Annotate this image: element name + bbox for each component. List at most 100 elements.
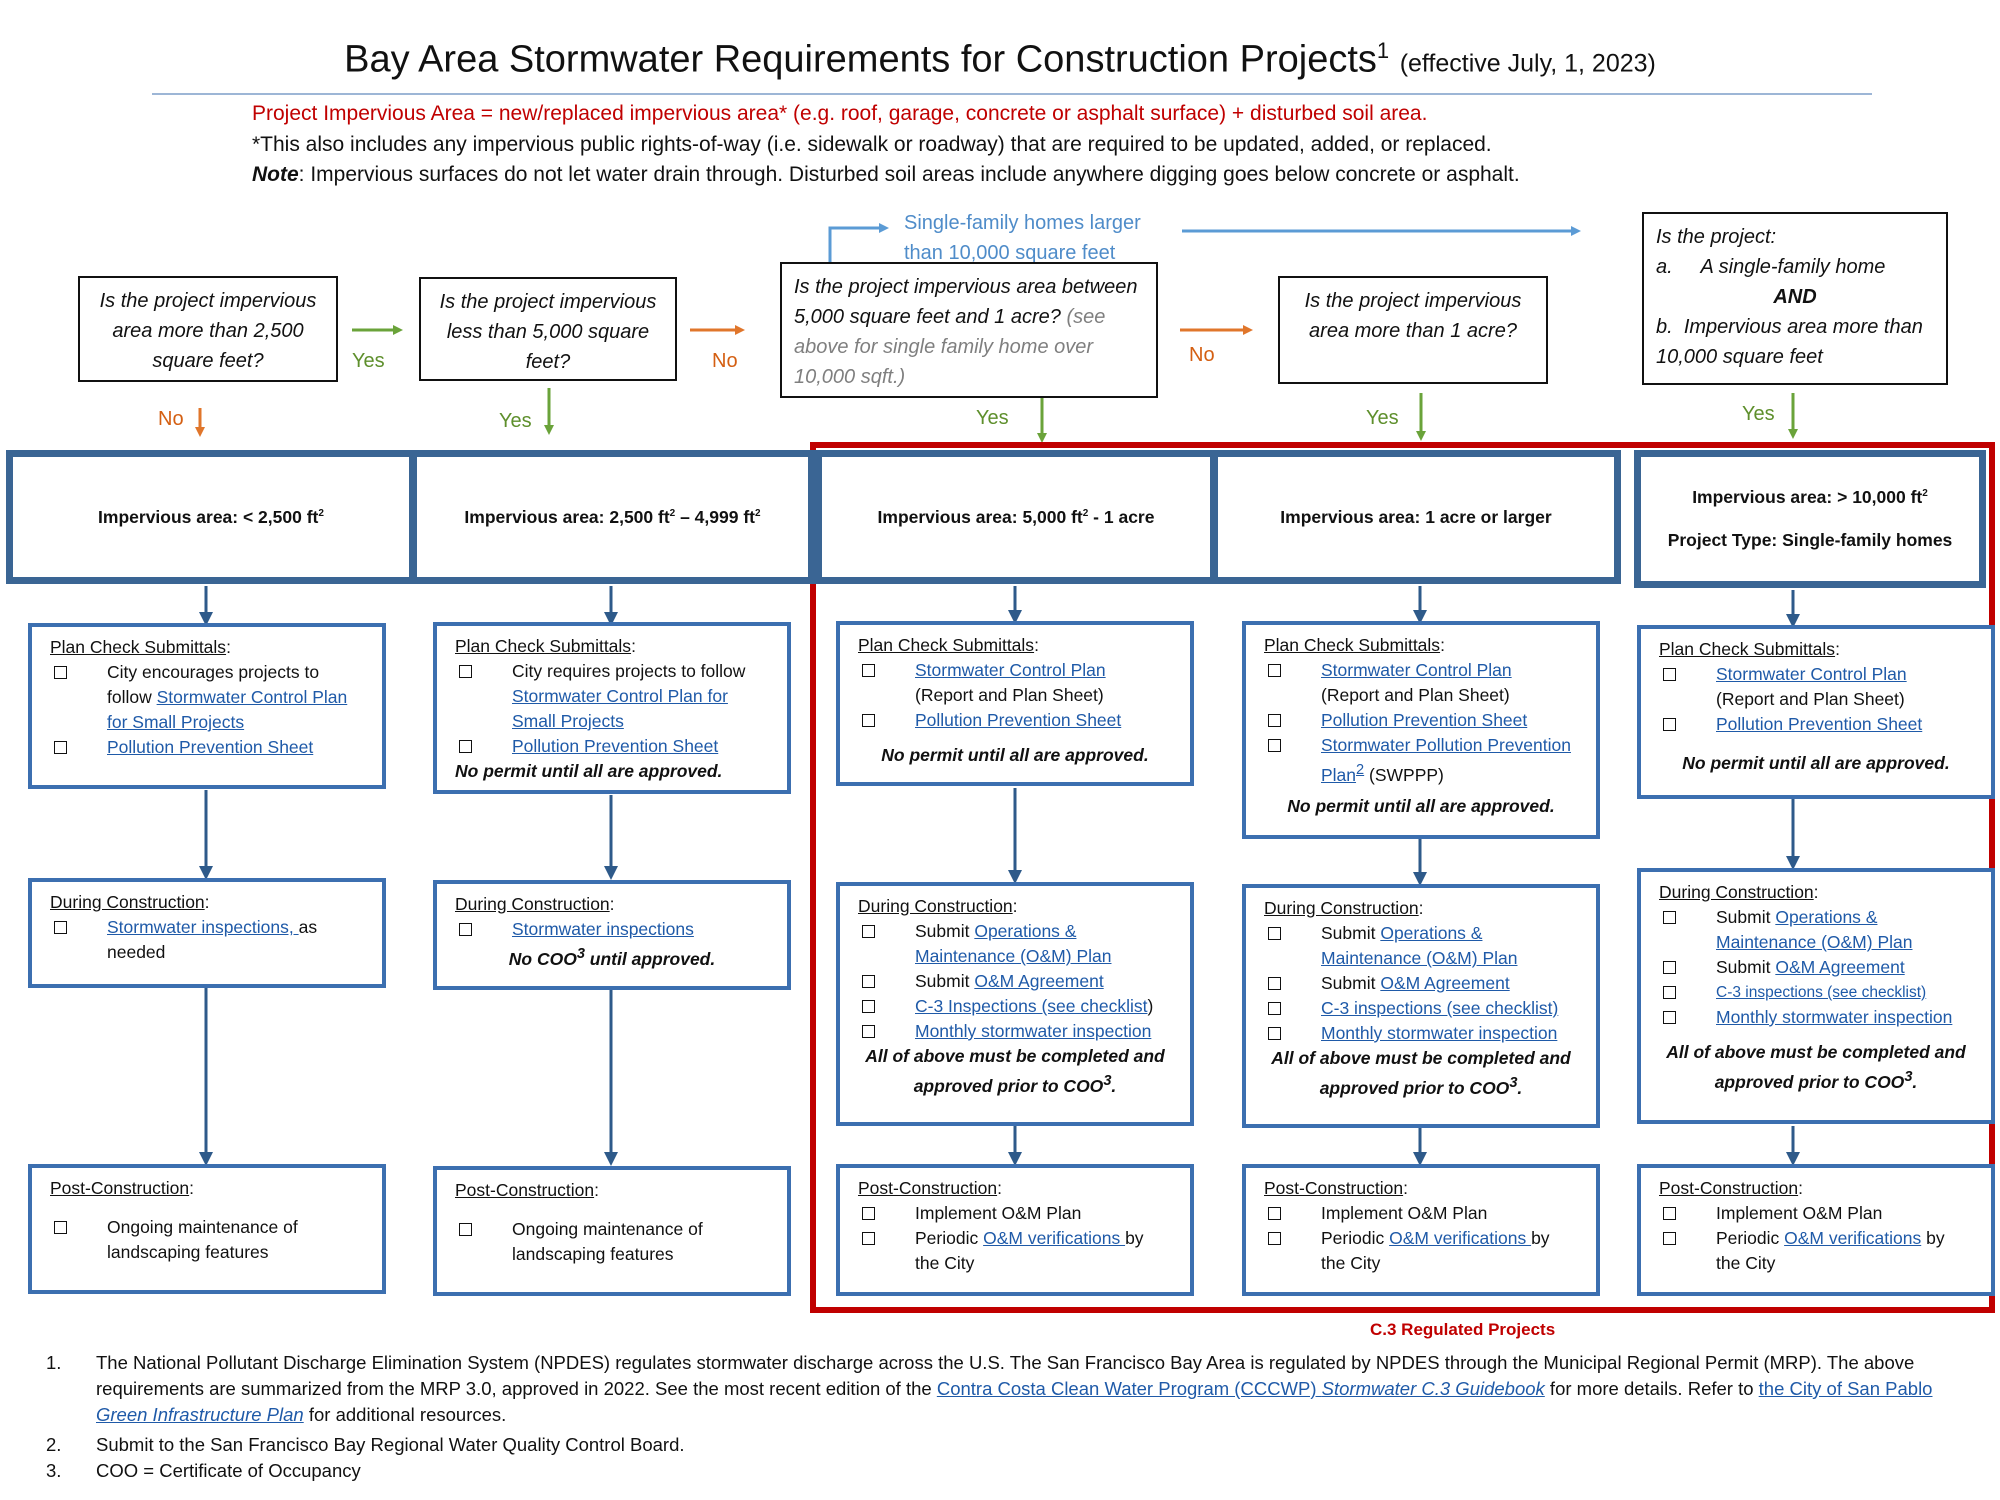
label-q3-no: No	[1189, 344, 1215, 366]
link-c3-inspections[interactable]: C-3 inspections (see checklist)	[1716, 984, 1927, 1001]
intro-note: Note: Impervious surfaces do not let wat…	[252, 163, 1520, 187]
link-om-agreement[interactable]: O&M Agreement	[1380, 973, 1510, 993]
sq-sup: 2	[318, 507, 324, 519]
col1-plan-check: Plan Check Submittals: City encourages p…	[28, 623, 386, 789]
checkbox[interactable]	[1663, 911, 1676, 924]
link-om-verifications[interactable]: O&M verifications	[983, 1228, 1126, 1248]
checkbox[interactable]	[1268, 714, 1281, 727]
question-5-b-letter: b.	[1656, 316, 1673, 338]
footnote-1-part-c: for additional resources.	[303, 1404, 507, 1425]
checkbox[interactable]	[1268, 1002, 1281, 1015]
col5-during-note-a: All of above must be completed and appro…	[1666, 1042, 1966, 1092]
checkbox[interactable]	[459, 923, 472, 936]
sq-sup: 2	[755, 507, 761, 519]
link-monthly-inspection[interactable]: Monthly stormwater inspection	[1321, 1023, 1558, 1043]
checkbox[interactable]	[862, 664, 875, 677]
checkbox[interactable]	[54, 921, 67, 934]
link-monthly-inspection[interactable]: Monthly stormwater inspection	[915, 1021, 1152, 1041]
link-om-agreement[interactable]: O&M Agreement	[974, 971, 1104, 991]
link-stormwater-control-plan[interactable]: Stormwater Control Plan	[1321, 660, 1512, 680]
link-om-agreement[interactable]: O&M Agreement	[1775, 957, 1905, 977]
link-stormwater-inspections[interactable]: Stormwater inspections,	[107, 917, 299, 937]
col1-during-item1-text: as needed	[107, 917, 318, 962]
link-cccwp-guidebook-title: Stormwater C.3 Guidebook	[1321, 1378, 1545, 1399]
link-cccwp-guidebook[interactable]: Contra Costa Clean Water Program (CCCWP)…	[937, 1378, 1545, 1399]
checkbox[interactable]	[54, 1221, 67, 1234]
header-col4: Impervious area: 1 acre or larger	[1211, 450, 1621, 584]
question-box-3: Is the project impervious area between 5…	[780, 262, 1158, 398]
checkbox[interactable]	[862, 975, 875, 988]
label-q2-yes: Yes	[499, 410, 532, 432]
link-pollution-prevention-sheet[interactable]: Pollution Prevention Sheet	[1321, 710, 1528, 730]
header-col2-text-b: – 4,999 ft	[675, 506, 755, 527]
checkbox[interactable]	[1663, 1232, 1676, 1245]
periodic-text: Periodic	[1716, 1228, 1785, 1248]
checkbox[interactable]	[1663, 668, 1676, 681]
link-om-verifications[interactable]: O&M verifications	[1784, 1228, 1922, 1248]
title-footnote-ref: 1	[1376, 38, 1390, 63]
link-stormwater-control-plan[interactable]: Stormwater Control Plan	[915, 660, 1106, 680]
col2-during-note: No COO3 until approved.	[455, 942, 769, 972]
checkbox[interactable]	[54, 666, 67, 679]
during-construction-heading: During Construction	[1659, 882, 1814, 902]
submit-text: Submit	[1716, 957, 1776, 977]
link-monthly-inspection[interactable]: Monthly stormwater inspection	[1716, 1007, 1953, 1027]
footnote-2-text: Submit to the San Francisco Bay Regional…	[96, 1434, 685, 1455]
link-pollution-prevention-sheet[interactable]: Pollution Prevention Sheet	[1716, 714, 1923, 734]
link-stormwater-control-plan[interactable]: Stormwater Control Plan	[1716, 664, 1907, 684]
checkbox[interactable]	[1663, 986, 1676, 999]
link-stormwater-control-plan-small[interactable]: Stormwater Control Plan for Small Projec…	[512, 686, 728, 731]
checkbox[interactable]	[1268, 977, 1281, 990]
link-green-infrastructure-plan[interactable]: the City of San Pablo Green Infrastructu…	[96, 1378, 1932, 1425]
footnote-3: 3.COO = Certificate of Occupancy	[46, 1458, 1956, 1484]
link-pollution-prevention-sheet[interactable]: Pollution Prevention Sheet	[107, 737, 314, 757]
single-family-label-line2: than 10,000 square feet	[904, 242, 1116, 264]
checkbox[interactable]	[862, 714, 875, 727]
checkbox[interactable]	[1268, 927, 1281, 940]
heading-colon: :	[226, 637, 231, 657]
footnote-2: 2.Submit to the San Francisco Bay Region…	[46, 1432, 1956, 1458]
link-c3-inspections[interactable]: C-3 Inspections (see checklist	[915, 996, 1148, 1016]
link-stormwater-inspections[interactable]: Stormwater inspections	[512, 919, 694, 939]
checkbox[interactable]	[862, 925, 875, 938]
checkbox[interactable]	[1663, 1207, 1676, 1220]
swppp-footnote-ref: 2	[1356, 762, 1365, 778]
link-pollution-prevention-sheet[interactable]: Pollution Prevention Sheet	[915, 710, 1122, 730]
heading-colon: :	[609, 894, 615, 914]
checkbox[interactable]	[1663, 718, 1676, 731]
link-c3-inspections[interactable]: C-3 inspections (see checklist)	[1321, 998, 1559, 1018]
checkbox[interactable]	[862, 1000, 875, 1013]
page-title: Bay Area Stormwater Requirements for Con…	[0, 38, 2000, 82]
checkbox[interactable]	[1268, 739, 1281, 752]
checkbox[interactable]	[1268, 1027, 1281, 1040]
question-box-5: Is the project: a. A single-family home …	[1642, 212, 1948, 385]
link-om-plan[interactable]: Operations & Maintenance (O&M) Plan	[915, 921, 1112, 966]
link-om-plan[interactable]: Operations & Maintenance (O&M) Plan	[1716, 907, 1913, 952]
checkbox[interactable]	[1268, 1207, 1281, 1220]
checkbox[interactable]	[1268, 664, 1281, 677]
link-om-plan[interactable]: Operations & Maintenance (O&M) Plan	[1321, 923, 1518, 968]
footnote-1: 1. The National Pollutant Discharge Elim…	[46, 1350, 1956, 1430]
checkbox[interactable]	[1663, 1011, 1676, 1024]
heading-colon: :	[1798, 1178, 1803, 1198]
link-stormwater-control-plan-small[interactable]: Stormwater Control Plan for Small Projec…	[107, 687, 348, 732]
col5-post-item1: Implement O&M Plan	[1716, 1203, 1883, 1223]
checkbox[interactable]	[459, 665, 472, 678]
post-construction-heading: Post-Construction	[455, 1180, 595, 1200]
question-5-b: Impervious area more than 10,000 square …	[1656, 316, 1923, 368]
header-col3-text-a: Impervious area: 5,000 ft	[877, 506, 1083, 527]
link-pollution-prevention-sheet[interactable]: Pollution Prevention Sheet	[512, 736, 719, 756]
post-construction-heading: Post-Construction	[1659, 1178, 1799, 1198]
checkbox[interactable]	[54, 741, 67, 754]
checkbox[interactable]	[1268, 1232, 1281, 1245]
checkbox[interactable]	[459, 1223, 472, 1236]
checkbox[interactable]	[862, 1207, 875, 1220]
link-swppp[interactable]: Stormwater Pollution Prevention Plan	[1321, 735, 1571, 785]
header-col5: Impervious area: > 10,000 ft2 Project Ty…	[1634, 450, 1986, 588]
checkbox[interactable]	[459, 740, 472, 753]
checkbox[interactable]	[1663, 961, 1676, 974]
link-om-verifications[interactable]: O&M verifications	[1389, 1228, 1532, 1248]
checkbox[interactable]	[862, 1232, 875, 1245]
checkbox[interactable]	[862, 1025, 875, 1038]
